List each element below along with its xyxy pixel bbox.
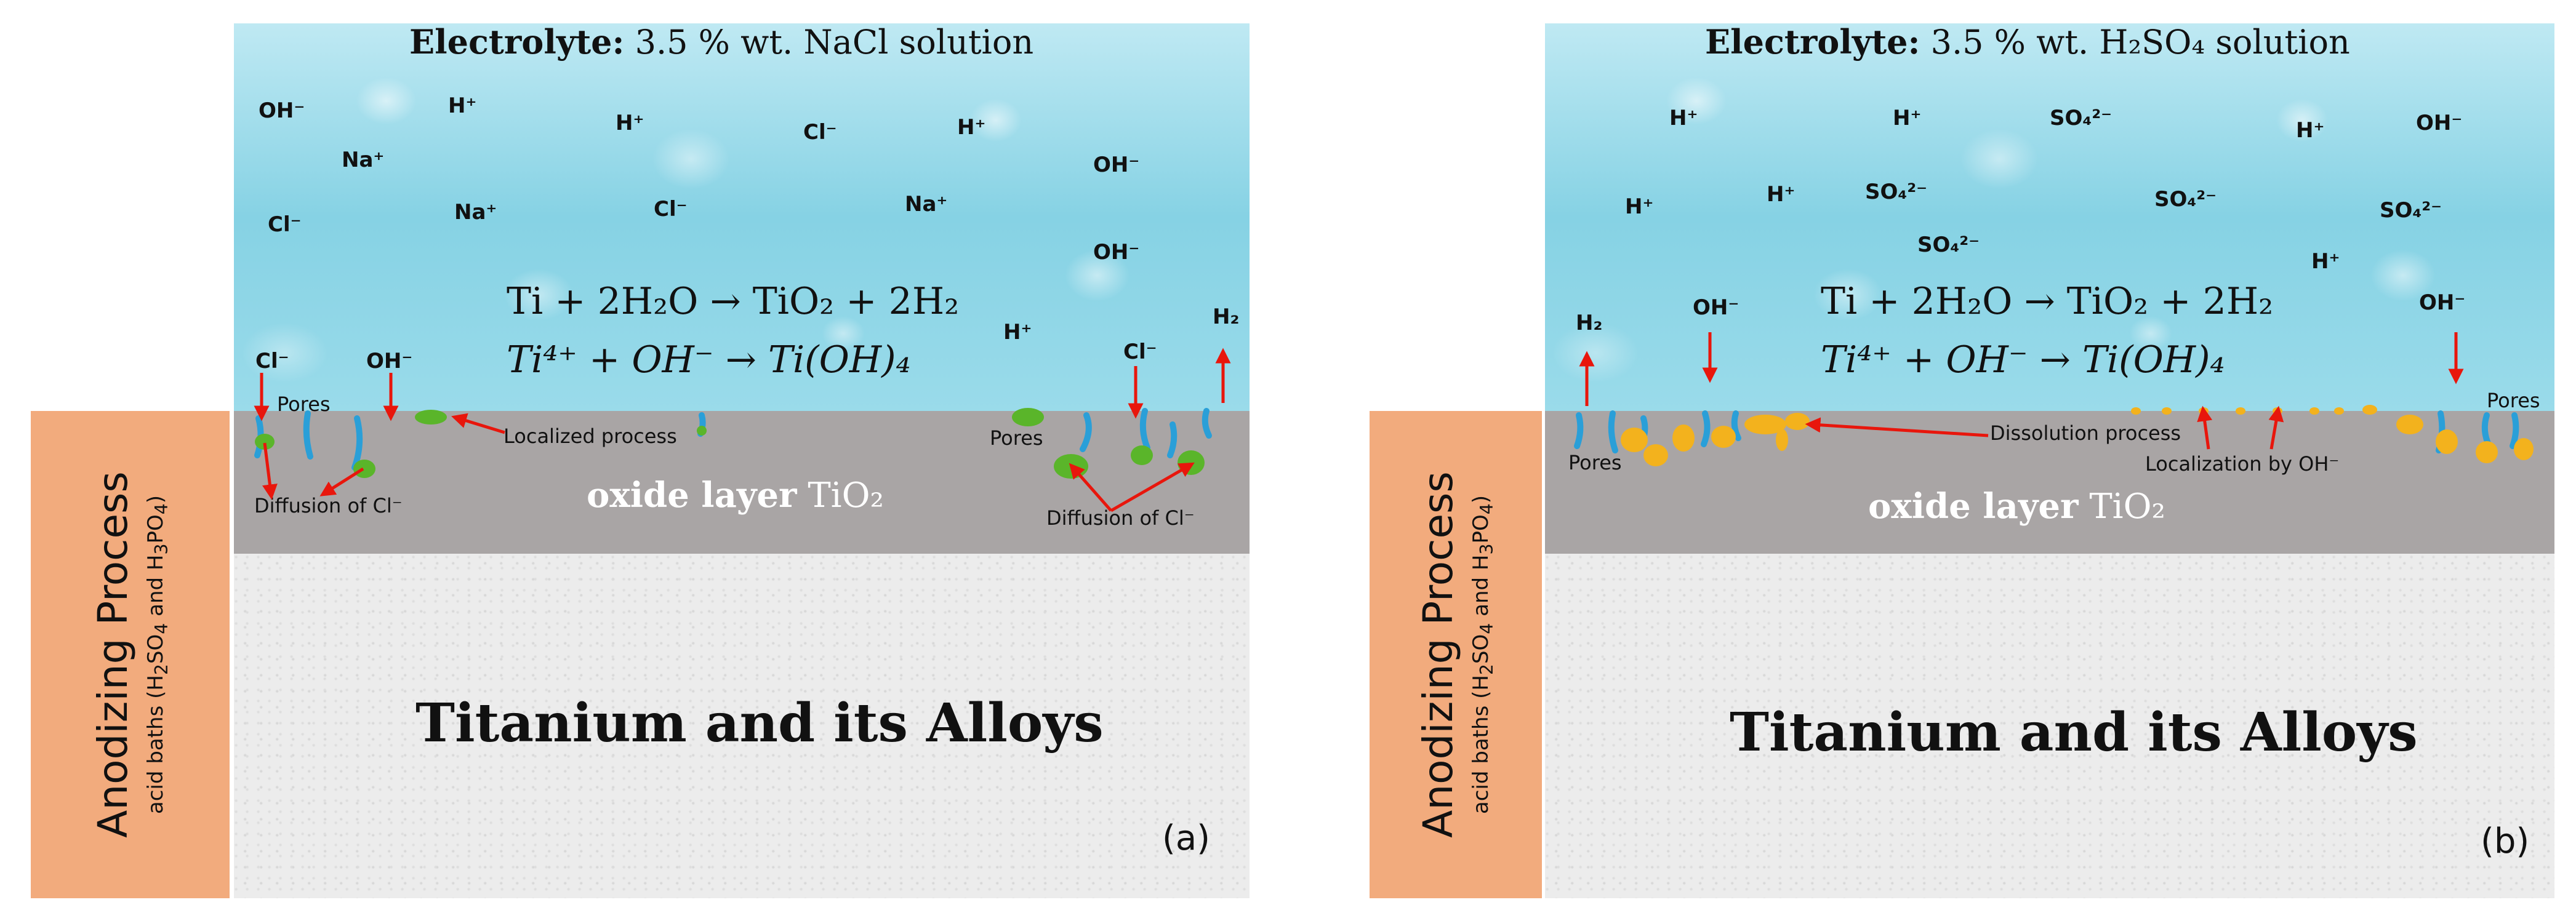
panel-b-equation-2: Ti⁴⁺ + OH⁻ → Ti(OH)₄ — [1821, 338, 2225, 381]
ion-label: OH⁻ — [259, 98, 305, 123]
ion-label: Cl⁻ — [255, 349, 289, 373]
panel-b-electrolyte-title: Electrolyte: 3.5 % wt. H₂SO₄ solution — [1705, 22, 2350, 62]
panel-a-alloy-label: Titanium and its Alloys — [415, 692, 1104, 754]
ion-label: H₂ — [1213, 305, 1240, 329]
ion-label: H⁺ — [957, 115, 986, 140]
panel-b-tag: (b) — [2481, 821, 2530, 861]
ion-label: SO₄²⁻ — [2050, 106, 2113, 130]
panel-a-tag: (a) — [1162, 818, 1211, 858]
ion-label: H⁺ — [2311, 249, 2340, 274]
panel-a-equation-1: Ti + 2H₂O → TiO₂ + 2H₂ — [507, 280, 960, 323]
ion-label: OH⁻ — [2419, 290, 2466, 315]
ion-label: Cl⁻ — [1123, 340, 1157, 364]
ion-label: OH⁻ — [366, 349, 413, 373]
ion-label: H⁺ — [448, 94, 477, 118]
panel-a-electrolyte — [234, 23, 1250, 411]
ion-label: H⁺ — [1767, 182, 1796, 207]
ion-label: H⁺ — [1893, 106, 1922, 130]
ion-label: SO₄²⁻ — [1865, 180, 1928, 204]
panel-a-label-diffusion-left: Diffusion of Cl⁻ — [254, 494, 403, 517]
panel-b-sulfate-deposits — [1621, 405, 2534, 466]
ion-label: H⁺ — [2296, 118, 2325, 143]
ion-label: Na⁺ — [342, 148, 385, 172]
panel-a-chloride-deposits — [255, 408, 1205, 479]
panel-b-label-dissolution: Dissolution process — [1990, 421, 2181, 445]
ion-label: SO₄²⁻ — [1917, 233, 1980, 257]
ion-label: H⁺ — [1625, 194, 1654, 219]
panel-b-alloy-label: Titanium and its Alloys — [1730, 701, 2418, 763]
panel-a-titanium-substrate — [234, 554, 1250, 898]
ion-label: SO₄²⁻ — [2380, 198, 2442, 223]
panel-a-electrolyte-title: Electrolyte: 3.5 % wt. NaCl solution — [409, 22, 1034, 62]
ion-label: Na⁺ — [454, 200, 497, 225]
ion-label: Cl⁻ — [268, 212, 302, 237]
ion-label: OH⁻ — [2416, 111, 2463, 135]
panel-a-side-bar: Anodizing Process acid baths (H2SO4 and … — [31, 411, 230, 898]
panel-a-equation-2: Ti⁴⁺ + OH⁻ → Ti(OH)₄ — [507, 338, 911, 381]
panel-b-oxide-label: oxide layer TiO₂ — [1868, 486, 2165, 527]
ion-label: H₂ — [1576, 311, 1603, 335]
ion-label: Na⁺ — [905, 192, 948, 217]
panel-a-arrows — [254, 348, 1231, 512]
ion-label: H⁺ — [1003, 320, 1032, 345]
panel-b-label-pores-left: Pores — [1568, 451, 1622, 474]
panel-b-label-localization: Localization by OH⁻ — [2145, 452, 2340, 476]
ion-label: H⁺ — [616, 111, 644, 135]
ion-label: Cl⁻ — [803, 120, 837, 145]
panel-a-label-localized: Localized process — [504, 425, 677, 448]
panel-a-oxide-layer — [234, 411, 1250, 554]
panel-a-label-pores-right: Pores — [990, 426, 1043, 450]
panel-b-titanium-substrate — [1545, 554, 2554, 898]
panel-a-label-pores-left: Pores — [277, 393, 331, 416]
ion-label: OH⁻ — [1093, 153, 1140, 177]
panel-b-equation-1: Ti + 2H₂O → TiO₂ + 2H₂ — [1821, 280, 2274, 323]
panel-b-electrolyte — [1545, 23, 2554, 411]
ion-label: OH⁻ — [1093, 240, 1140, 265]
panel-a-label-diffusion-right: Diffusion of Cl⁻ — [1046, 506, 1195, 530]
ion-label: Cl⁻ — [654, 197, 688, 221]
ion-label: SO₄²⁻ — [2154, 187, 2217, 212]
panel-a-oxide-label: oxide layer TiO₂ — [587, 475, 884, 516]
panel-b-side-bar: Anodizing Process acid baths (H2SO4 and … — [1370, 411, 1542, 898]
ion-label: OH⁻ — [1693, 295, 1739, 320]
panel-b-label-pores-right: Pores — [2487, 389, 2540, 412]
panel-b-arrows — [1579, 332, 2464, 450]
ion-label: H⁺ — [1669, 106, 1698, 130]
